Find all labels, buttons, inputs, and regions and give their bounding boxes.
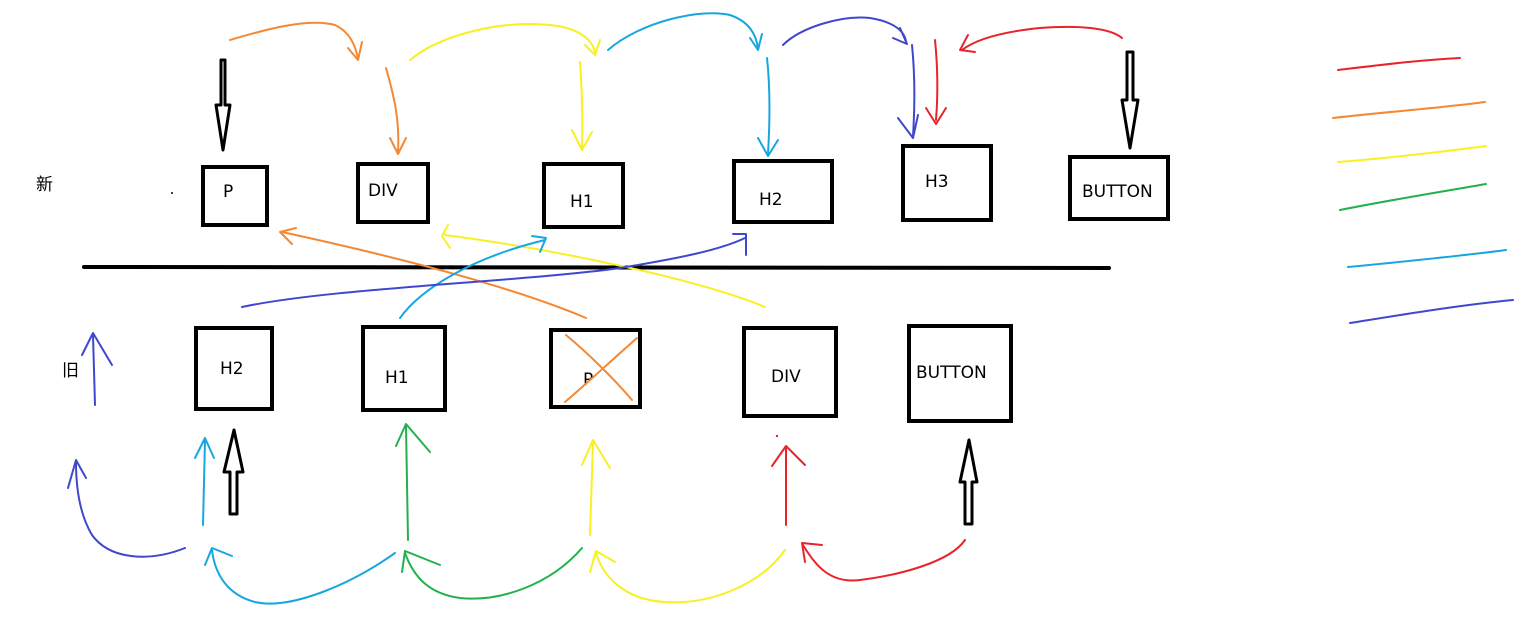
red-arrowhead-h3 <box>925 107 947 125</box>
black-hollow-arrow-p <box>214 58 232 152</box>
old-node-h1: H1 <box>361 325 447 412</box>
orange-down-div <box>385 67 400 153</box>
black-hollow-arrow-button-top <box>1120 50 1140 150</box>
cyan-cross-h1 <box>399 239 546 319</box>
cyan-up-h2 <box>202 439 206 526</box>
yellow-down-h1 <box>579 61 584 149</box>
legend-stroke-cyan <box>1347 249 1507 268</box>
blue-arrowhead-h3 <box>897 114 919 139</box>
red-arrowhead-div <box>771 445 806 467</box>
cyan-arc-bottom <box>211 549 396 605</box>
cyan-down-h2 <box>766 57 771 155</box>
legend-stroke-orange <box>1332 101 1486 119</box>
yellow-arrowhead-bottom <box>589 550 616 573</box>
blue-down-h3 <box>911 44 916 137</box>
legend-stroke-red <box>1337 57 1461 71</box>
new-node-p: P <box>201 165 269 227</box>
red-dot <box>775 434 779 438</box>
orange-arrowhead-div <box>389 137 407 155</box>
black-hollow-arrow-button-bottom <box>958 438 979 526</box>
old-node-p: P <box>549 328 642 409</box>
red-arrowhead-top <box>959 34 976 53</box>
old-node-h1-label: H1 <box>385 368 409 388</box>
stray-dot <box>171 192 173 194</box>
new-node-h3: H3 <box>901 144 993 222</box>
blue-arrowhead-top <box>892 27 908 45</box>
new-node-button: BUTTON <box>1068 155 1170 221</box>
cyan-arrowhead-cross <box>531 235 547 253</box>
yellow-arc-bottom <box>595 549 786 604</box>
divider-line <box>82 265 1111 270</box>
blue-cross-h2 <box>241 237 746 308</box>
cyan-arrowhead-h2 <box>757 137 779 157</box>
red-arrowhead-bottom <box>801 542 823 563</box>
green-arrowhead-bottom <box>401 550 441 573</box>
old-node-h2-label: H2 <box>220 359 244 379</box>
yellow-arrowhead-top <box>584 39 601 56</box>
green-up-h1 <box>405 425 409 541</box>
cyan-arrowhead-bottom <box>204 547 233 566</box>
blue-arrowhead-cross <box>732 233 747 256</box>
legend-stroke-green <box>1339 183 1487 211</box>
yellow-arrowhead-p <box>581 439 611 469</box>
black-hollow-arrow-h2-bottom <box>222 428 245 516</box>
color-legend <box>1332 57 1514 324</box>
new-node-p-label: P <box>223 182 234 202</box>
yellow-arc-top <box>409 23 596 61</box>
old-row-label: 旧 <box>62 361 79 381</box>
cyan-arrowhead-top <box>749 33 763 51</box>
cyan-arc-top <box>607 12 759 51</box>
orange-arrowhead-cross <box>279 227 297 245</box>
new-node-h3-label: H3 <box>925 172 949 192</box>
new-row-label: 新 <box>36 175 53 195</box>
new-node-div: DIV <box>356 162 430 224</box>
new-node-button-label: BUTTON <box>1082 182 1153 202</box>
new-node-div-label: DIV <box>368 181 398 201</box>
green-arrowhead-h1 <box>395 423 431 453</box>
yellow-cross-div <box>444 234 766 308</box>
old-node-p-label: P <box>583 370 594 390</box>
orange-arrowhead-top <box>347 41 363 61</box>
red-arc-bottom <box>802 539 966 582</box>
old-node-button: BUTTON <box>907 324 1013 423</box>
red-down-h3 <box>934 39 939 121</box>
green-arc-bottom <box>404 547 583 600</box>
blue-arrowhead-old-label <box>81 332 113 366</box>
new-node-h1: H1 <box>542 162 625 229</box>
red-arc-top <box>961 25 1123 51</box>
new-node-h2-label: H2 <box>759 190 783 210</box>
new-node-h1-label: H1 <box>570 192 594 212</box>
yellow-arrowhead-cross <box>441 224 451 249</box>
blue-arc-bottom <box>75 461 186 558</box>
cyan-arrowhead-h2 <box>194 437 215 459</box>
new-node-h2: H2 <box>732 159 834 224</box>
old-node-button-label: BUTTON <box>916 363 987 383</box>
yellow-arrowhead-h1 <box>571 129 593 151</box>
orange-cross-p <box>281 231 587 319</box>
blue-arc-top <box>782 16 907 46</box>
old-node-h2: H2 <box>194 326 274 411</box>
orange-arc-top <box>229 21 359 59</box>
old-node-div: DIV <box>742 326 838 418</box>
old-node-div-label: DIV <box>771 367 801 387</box>
yellow-up-p <box>589 441 594 536</box>
legend-stroke-blue <box>1349 299 1514 324</box>
blue-arrowhead-bottom <box>67 459 87 489</box>
legend-stroke-yellow <box>1337 145 1487 163</box>
blue-up-old-label <box>92 334 96 406</box>
